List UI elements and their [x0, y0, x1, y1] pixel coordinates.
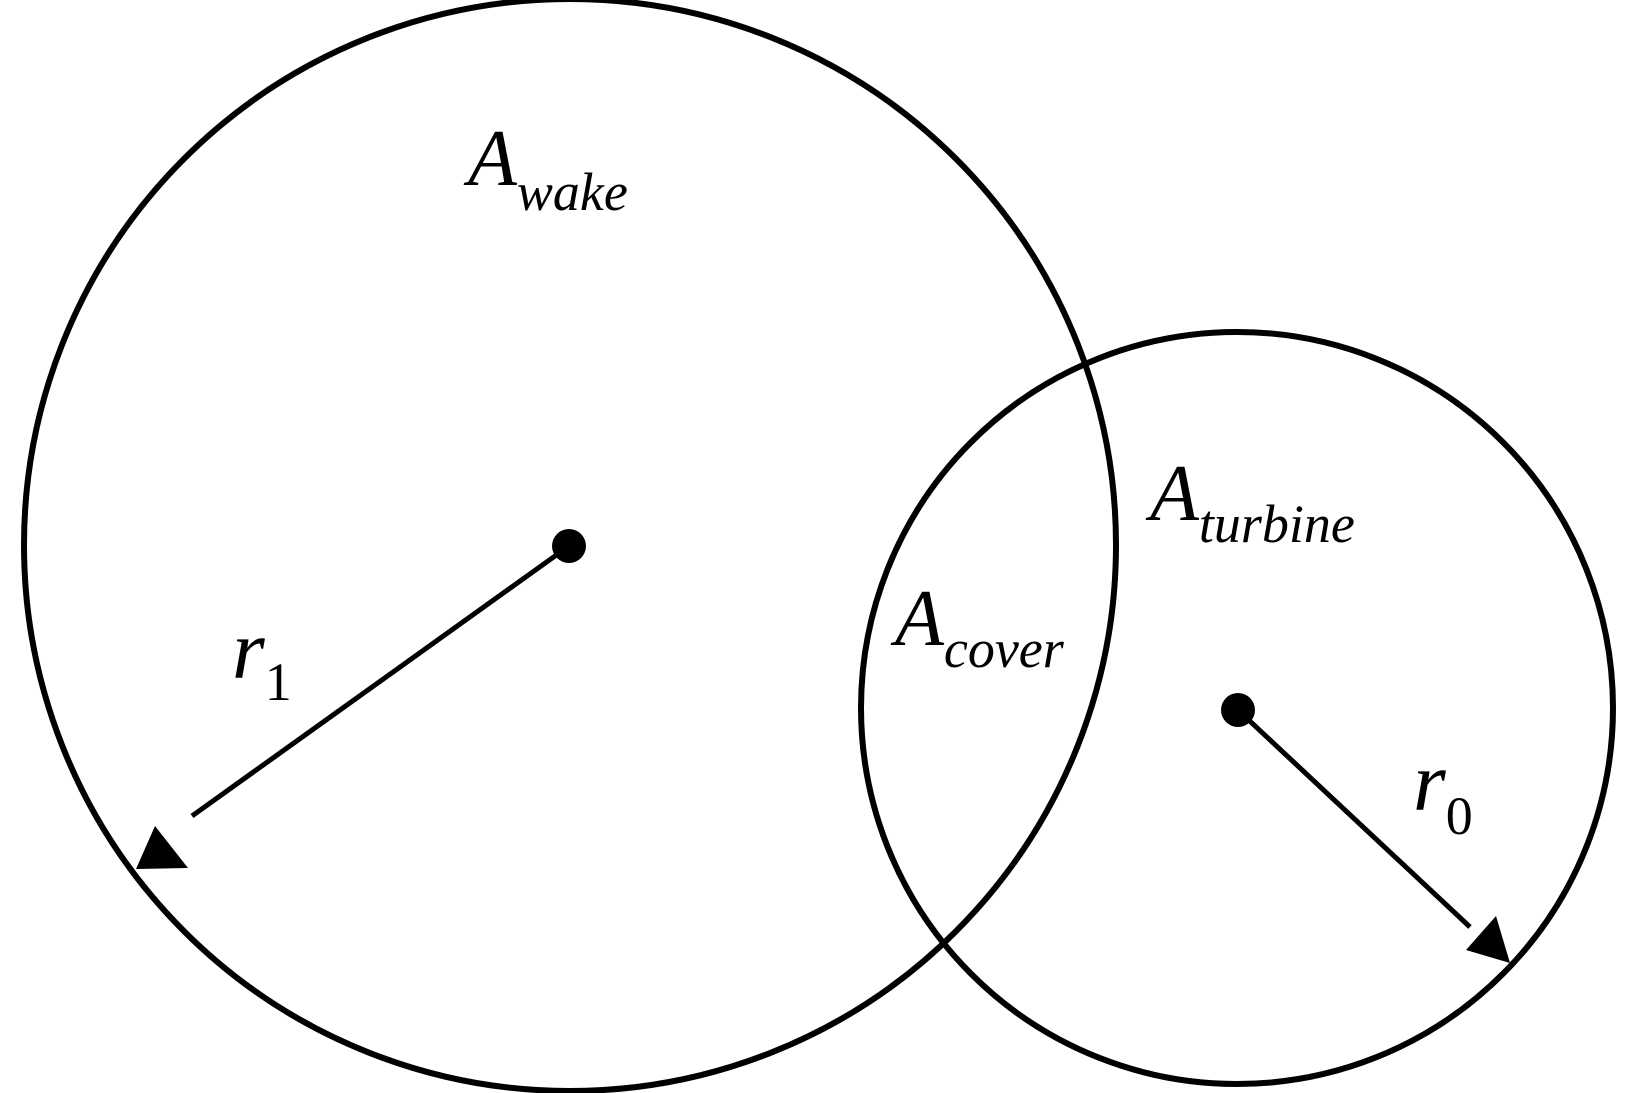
- radius-r1-line: [190, 543, 571, 819]
- label-a-turbine-main: A: [1145, 450, 1200, 538]
- radius-r0-line: [1236, 708, 1472, 929]
- radius-r0-arrowhead: [1466, 916, 1510, 963]
- label-a-wake-main: A: [463, 115, 518, 203]
- label-a-wake: Awake: [463, 115, 628, 222]
- radius-r1-arrowhead: [136, 826, 188, 869]
- label-r0-sub: 0: [1446, 786, 1473, 846]
- label-a-cover: Acover: [890, 575, 1065, 679]
- label-r0-main: r: [1413, 736, 1446, 829]
- label-r0: r0: [1413, 736, 1473, 846]
- label-a-turbine: Aturbine: [1145, 450, 1355, 554]
- label-a-cover-sub: cover: [944, 619, 1065, 679]
- wake-circle: [21, 0, 1119, 1093]
- label-a-wake-sub: wake: [517, 162, 628, 222]
- label-r1-main: r: [232, 604, 265, 697]
- turbine-circle: [858, 329, 1616, 1087]
- label-r1: r1: [232, 604, 292, 712]
- label-a-cover-main: A: [890, 575, 945, 663]
- label-r1-sub: 1: [265, 652, 292, 712]
- label-a-turbine-sub: turbine: [1199, 494, 1355, 554]
